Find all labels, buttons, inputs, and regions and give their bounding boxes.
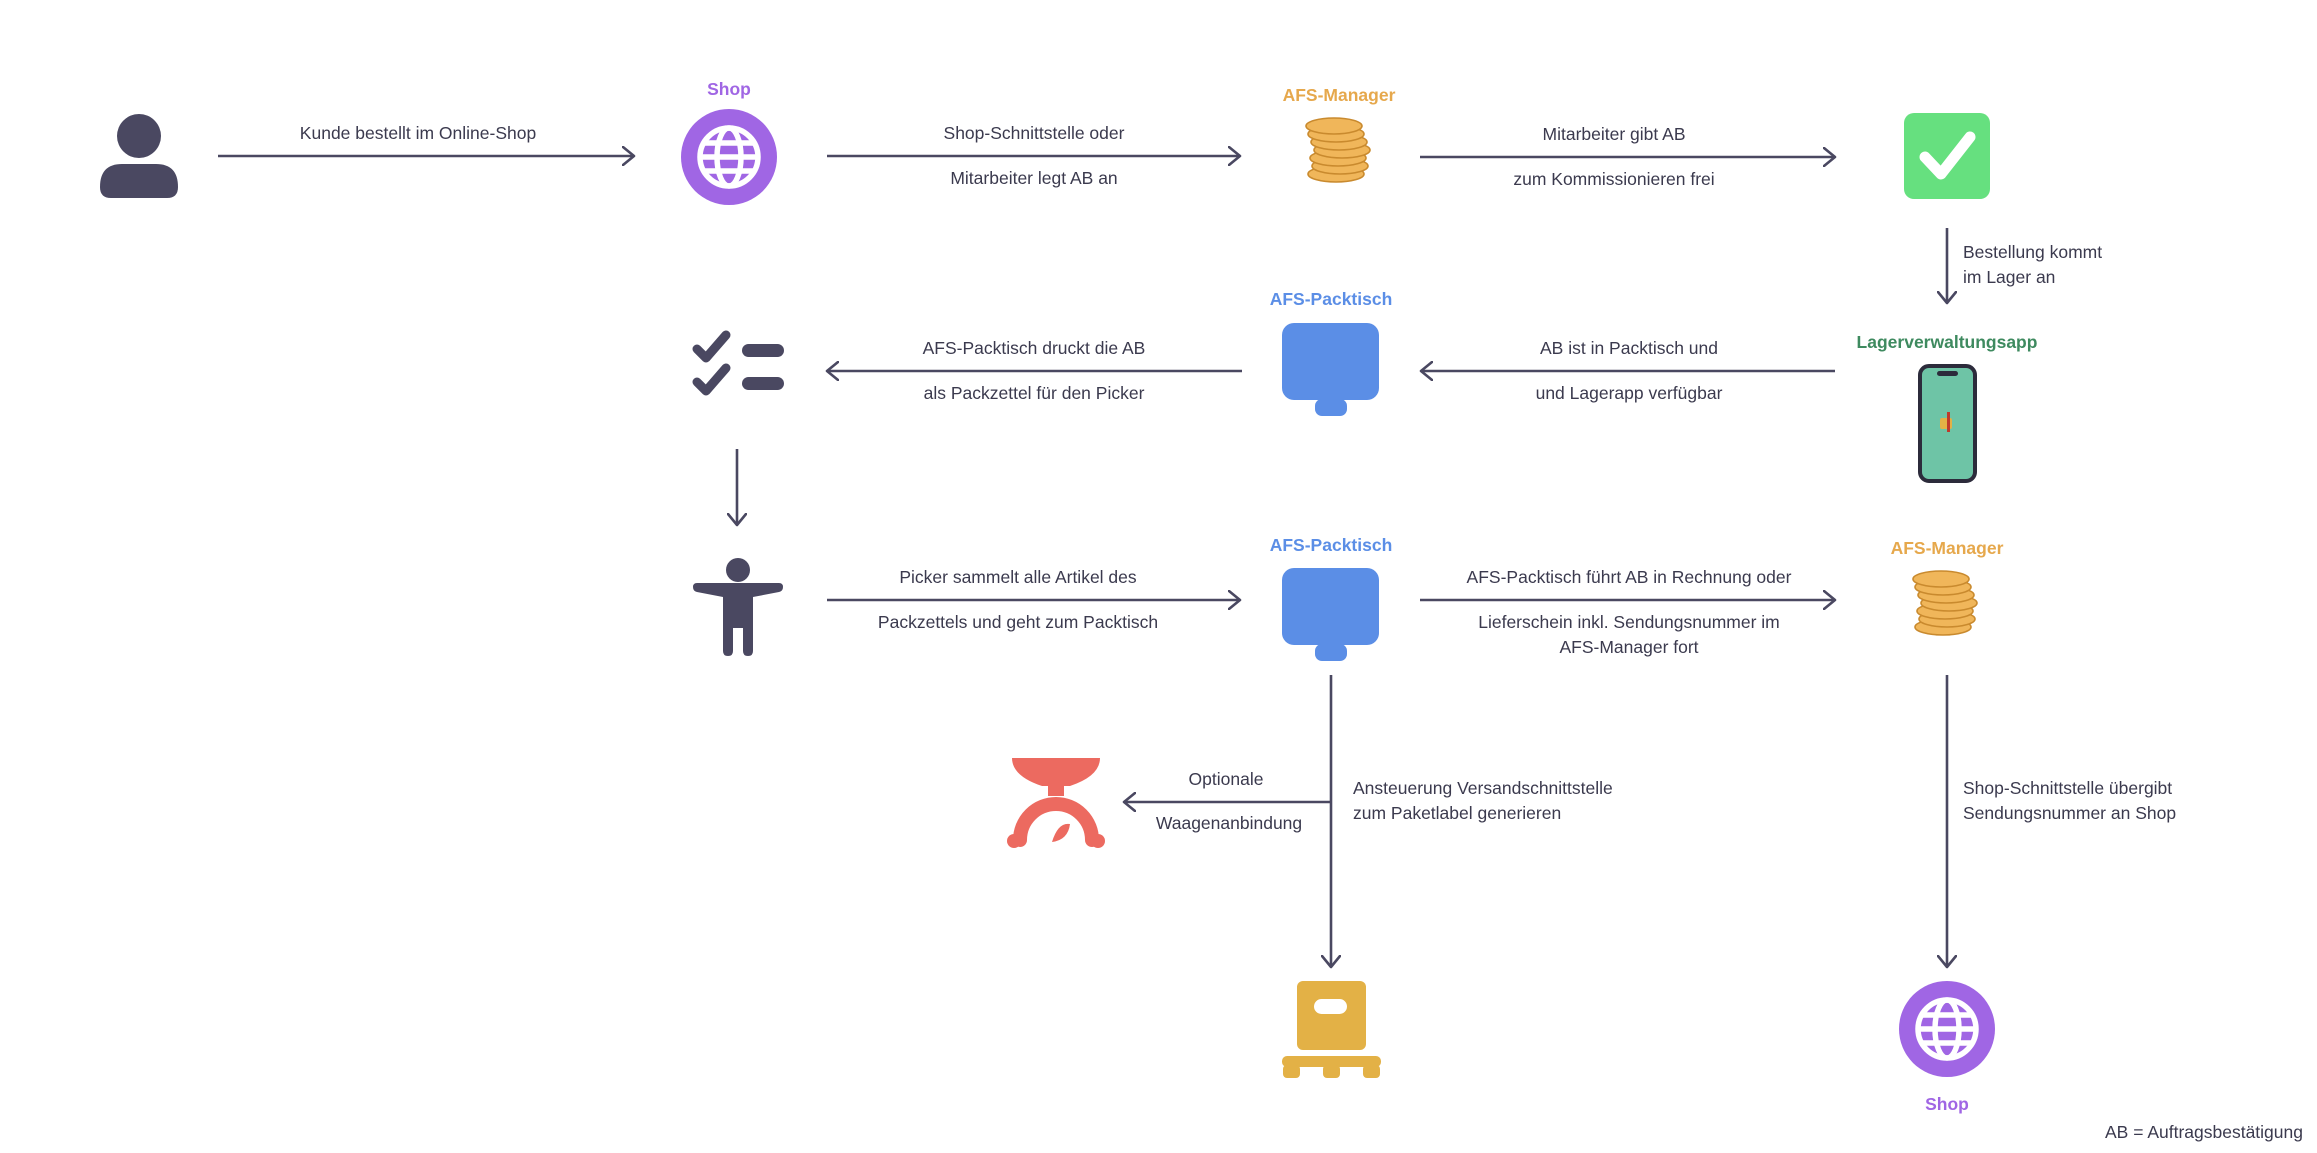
- edge-label: im Lager an: [1963, 267, 2056, 287]
- edge-label: zum Kommissionieren frei: [1513, 169, 1715, 189]
- node-title-shop-top: Shop: [707, 79, 751, 99]
- edge-label: AFS-Packtisch führt AB in Rechnung oder: [1466, 567, 1792, 587]
- edge-label: zum Paketlabel generieren: [1353, 803, 1562, 823]
- edge-label: AFS-Manager fort: [1559, 637, 1699, 657]
- edge-label: Bestellung kommt: [1963, 242, 2103, 262]
- edge-label: als Packzettel für den Picker: [923, 383, 1145, 403]
- checklist-icon: [692, 330, 784, 396]
- picker-person-icon: [693, 558, 783, 656]
- person-icon: [100, 114, 178, 198]
- monitor-icon: [1282, 568, 1379, 661]
- node-title-shop-bottom: Shop: [1925, 1094, 1969, 1114]
- coins-icon: [1912, 570, 1978, 636]
- edge-label: Lieferschein inkl. Sendungsnummer im: [1478, 612, 1780, 632]
- globe-icon: [681, 109, 777, 205]
- pallet-box-icon: [1282, 981, 1381, 1078]
- monitor-icon: [1282, 323, 1379, 416]
- node-title-afs-manager-low: AFS-Manager: [1890, 538, 2004, 558]
- smartphone-icon: [1918, 364, 1977, 483]
- node-title-afs-manager-top: AFS-Manager: [1282, 85, 1396, 105]
- edge-label: AFS-Packtisch druckt die AB: [922, 338, 1146, 358]
- edge-label: Shop-Schnittstelle übergibt: [1963, 778, 2173, 798]
- edge-label: Sendungsnummer an Shop: [1963, 803, 2177, 823]
- edge-label: Picker sammelt alle Artikel des: [899, 567, 1137, 587]
- node-title-packtisch-mid: AFS-Packtisch: [1269, 289, 1393, 309]
- edge-label: Ansteuerung Versandschnittstelle: [1353, 778, 1613, 798]
- edge-label: Shop-Schnittstelle oder: [943, 123, 1125, 143]
- scale-icon: [1007, 758, 1105, 848]
- edge-label: AB ist in Packtisch und: [1540, 338, 1718, 358]
- edge-label: Kunde bestellt im Online-Shop: [299, 123, 537, 143]
- edge-label: Optionale: [1188, 769, 1264, 789]
- edge-label: Waagenanbindung: [1155, 813, 1303, 833]
- checkmark-icon: [1904, 113, 1990, 199]
- node-title-packtisch-low: AFS-Packtisch: [1269, 535, 1393, 555]
- edge-label: Mitarbeiter gibt AB: [1542, 124, 1686, 144]
- edge-label: Mitarbeiter legt AB an: [950, 168, 1118, 188]
- legend-abbreviation: AB = Auftragsbestätigung: [2105, 1122, 2303, 1142]
- edge-label: Packzettels und geht zum Packtisch: [877, 612, 1159, 632]
- globe-icon: [1899, 981, 1995, 1077]
- node-title-lagerapp: Lagerverwaltungsapp: [1856, 332, 2038, 352]
- coins-icon: [1305, 117, 1371, 183]
- edge-label: und Lagerapp verfügbar: [1535, 383, 1723, 403]
